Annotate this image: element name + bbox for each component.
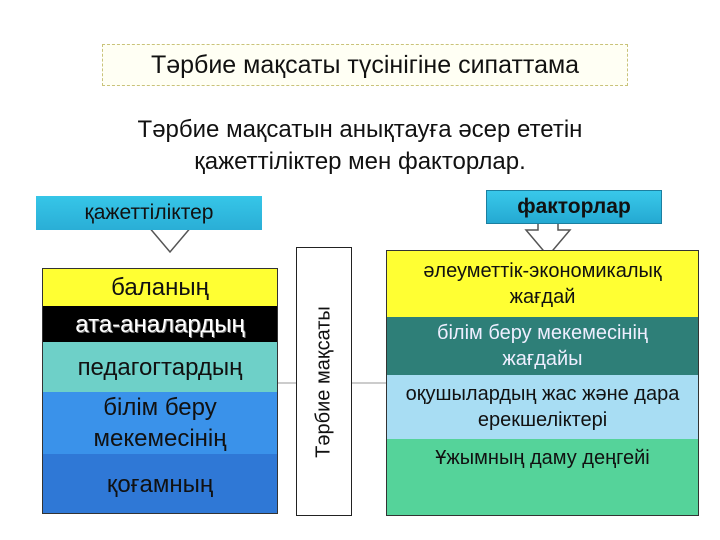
need-child: баланың (43, 269, 277, 306)
subtitle-line-1: Тәрбие мақсатын анықтауға әсер ететін (137, 116, 583, 143)
need-parents: ата-аналардың (43, 306, 277, 342)
center-goal-label: Тәрбие мақсаты (312, 305, 335, 458)
page-title: Тәрбие мақсаты түсінігіне сипаттама (102, 44, 628, 86)
factors-stack: әлеуметтік-экономикалық жағдай білім бер… (386, 250, 699, 516)
needs-label: қажеттіліктер (36, 196, 262, 230)
factor-student-age: оқушылардың жас және дара ерекшеліктері (387, 375, 698, 439)
subtitle-line-2: қажеттіліктер мен факторлар. (194, 148, 526, 175)
factor-socio-economic: әлеуметтік-экономикалық жағдай (387, 251, 698, 317)
need-institution: білім беру мекемесінің (43, 392, 277, 454)
factors-label: факторлар (486, 190, 662, 224)
need-teachers: педагогтардың (43, 342, 277, 392)
factor-institution-condition: білім беру мекемесінің жағдайы (387, 317, 698, 375)
subtitle: Тәрбие мақсатын анықтауға әсер ететін қа… (60, 114, 660, 178)
needs-stack: баланың ата-аналардың педагогтардың білі… (42, 268, 278, 514)
center-goal-box: Тәрбие мақсаты (296, 247, 352, 516)
factor-collective-development: Ұжымның даму деңгейі (387, 439, 698, 515)
need-society: қоғамның (43, 454, 277, 513)
